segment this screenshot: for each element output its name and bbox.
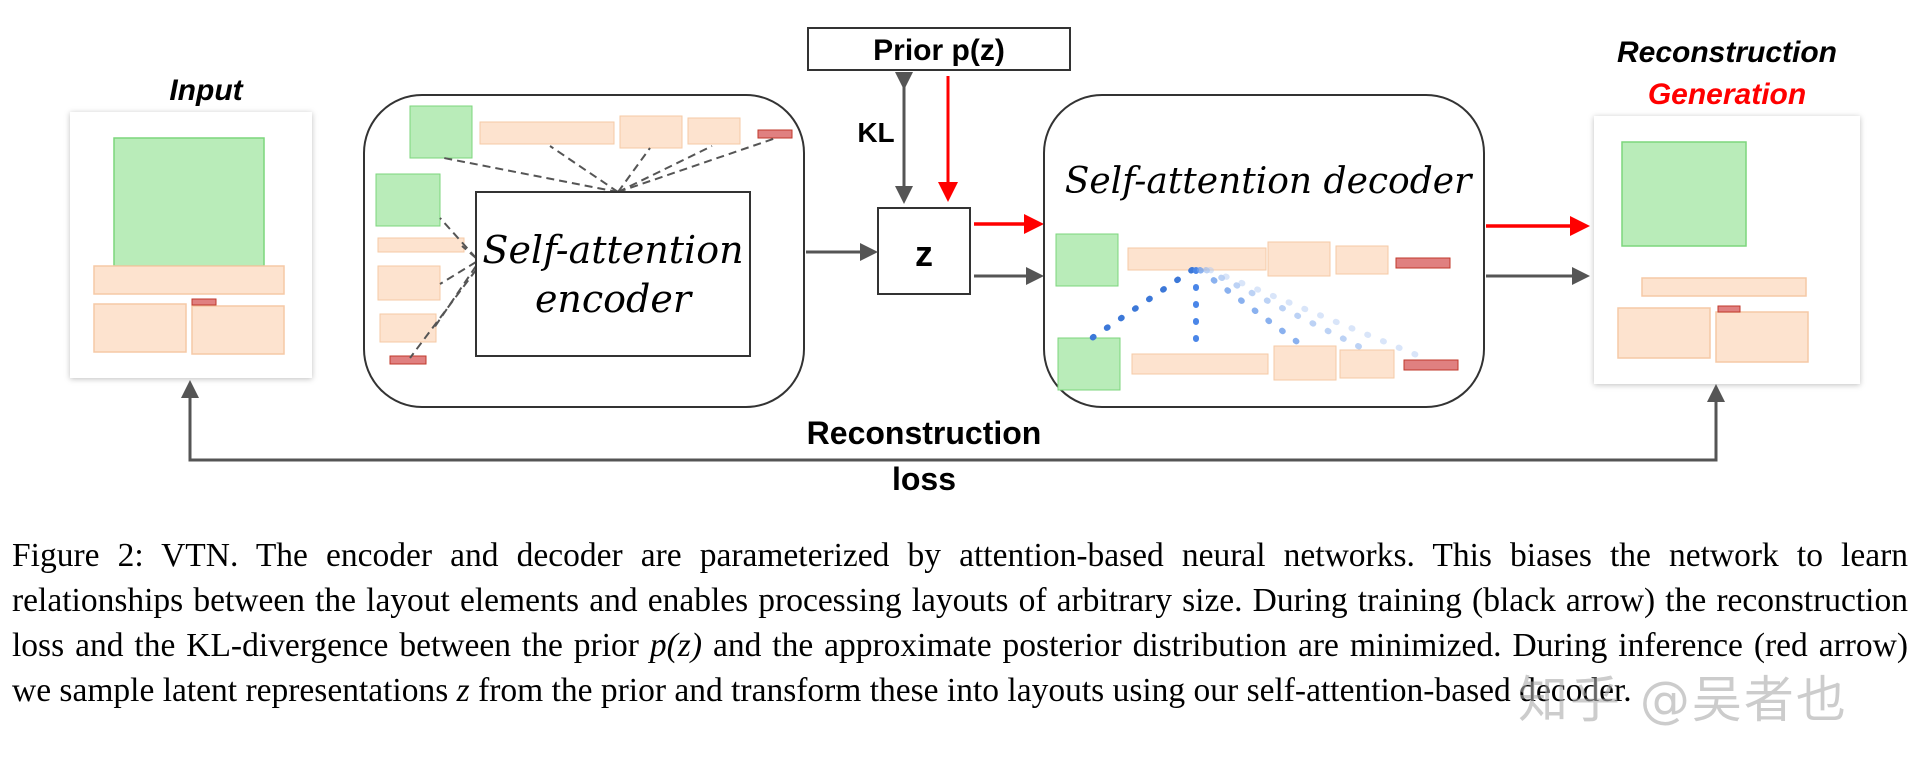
kl-label: KL [857,117,894,148]
vtn-architecture-diagram: Input [70,27,1860,497]
decoder-figure-element [1057,337,1121,391]
decoder-figure-element [1055,233,1119,287]
encoder-block: Self-attention encoder [363,94,805,408]
encoder-figure-element [375,173,441,227]
decoder-block: Self-attention decoder [1043,94,1485,408]
output-title-reconstruction: Reconstruction [1617,36,1837,69]
output-button-element [1717,305,1741,313]
output-title-generation: Generation [1648,78,1806,111]
input-text-element [191,305,285,355]
input-text-element [93,303,187,353]
decoder-text-element [1131,353,1269,375]
encoder-attention-lines [409,137,777,359]
encoder-text-element [619,115,683,149]
encoder-button-element [389,355,427,365]
decoder-text-element [1335,245,1389,275]
encoder-figure-element [409,105,473,159]
output-layout-card [1594,116,1860,384]
caption-text: Figure 2: VTN. The encoder and decoder a… [12,537,1908,664]
decoder-text-element [1339,349,1395,379]
decoder-text-element [1127,247,1267,271]
decoder-text-element [1273,345,1337,381]
caption-math-z: z [456,672,470,709]
decoder-button-element [1403,359,1459,371]
encoder-label-line-1: Self-attention [482,228,743,272]
caption-math-pz: p(z) [649,627,702,664]
encoder-label-box [475,191,751,357]
decoder-text-element [1267,241,1331,277]
encoder-text-element [377,237,465,253]
input-text-element [93,265,285,295]
output-text-element [1617,307,1711,359]
latent-z-box [877,207,971,295]
output-figure-element [1621,141,1747,247]
input-button-element [191,298,217,306]
figure-caption: Figure 2: VTN. The encoder and decoder a… [12,533,1908,713]
input-title: Input [169,74,244,107]
caption-text: and the approximate posterior distributi… [12,627,1908,709]
encoder-text-element [479,121,615,145]
caption-text: from the prior and transform these into … [469,672,1632,709]
prior-label: Prior p(z) [873,34,1005,67]
encoder-text-element [377,265,441,301]
output-text-element [1715,311,1809,363]
encoder-label-line-2: encoder [535,277,694,321]
encoder-text-element [687,117,741,145]
reconstruction-loss-label-2: loss [892,461,956,497]
output-text-element [1641,277,1807,297]
latent-z-label: z [915,233,933,274]
encoder-text-element [379,313,437,343]
prior-box [807,27,1071,71]
input-figure-element [113,137,265,267]
encoder-button-element [757,129,793,139]
reconstruction-loss-label-1: Reconstruction [807,415,1042,451]
decoder-button-element [1395,257,1451,269]
decoder-label: Self-attention decoder [1065,161,1473,202]
watermark: 知乎 @吴者也 [1518,671,1848,729]
decoder-attention-dots [1089,267,1427,361]
input-layout-card [70,112,312,378]
